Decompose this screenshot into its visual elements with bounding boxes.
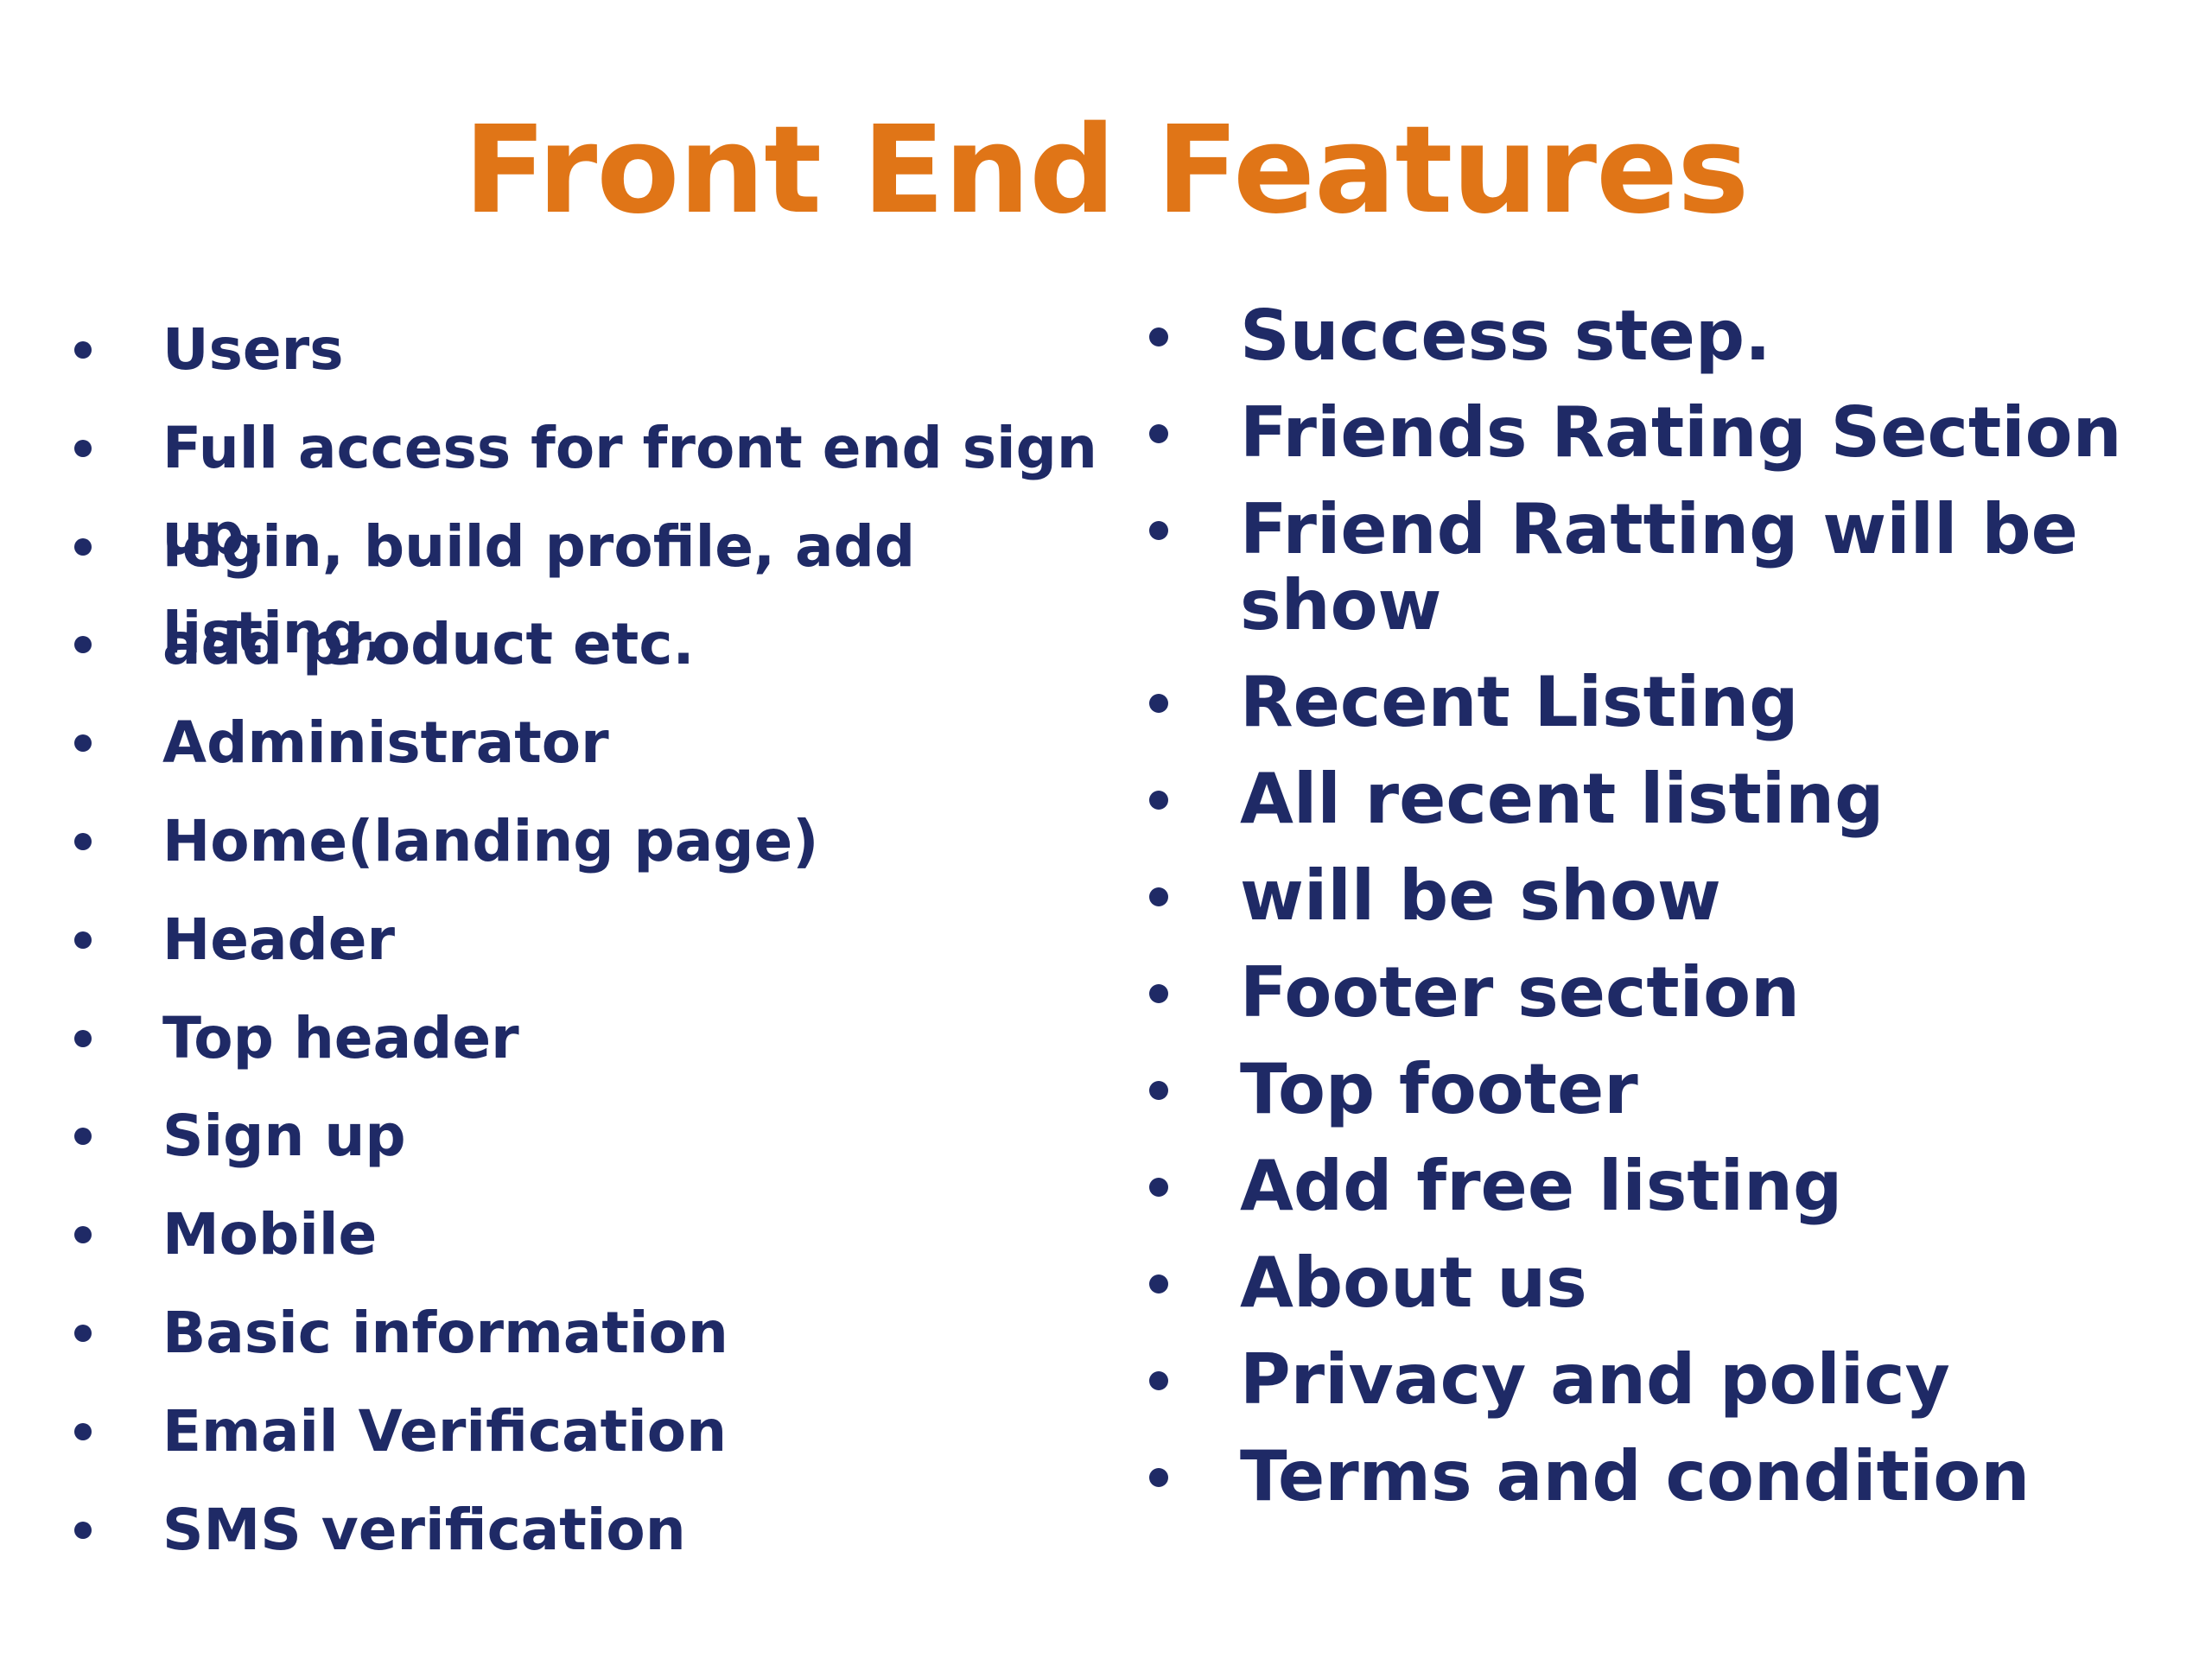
list-item: Sign up	[74, 1093, 1128, 1192]
bullet-dot-icon	[74, 734, 92, 753]
list-item: Add free listing	[1149, 1148, 2169, 1245]
list-item: Privacy and policy	[1149, 1342, 2169, 1439]
list-item: Administrator	[74, 700, 1128, 798]
list-item: Users	[74, 307, 1128, 405]
list-item: SMS verification	[74, 1487, 1128, 1586]
bullet-dot-icon	[1149, 1468, 1168, 1487]
list-item: Home(landing page)	[74, 798, 1128, 897]
list-item: Recent Listing	[1149, 664, 2169, 761]
bullet-dot-icon	[74, 636, 92, 654]
list-item: will be show	[1149, 858, 2169, 955]
bullet-dot-icon	[1149, 1178, 1168, 1197]
list-item: Top footer	[1149, 1052, 2169, 1148]
bullet-dot-icon	[1149, 327, 1168, 346]
list-item: All recent listing	[1149, 761, 2169, 858]
bullet-dot-icon	[74, 1226, 92, 1244]
bullet-dot-icon	[1149, 521, 1168, 540]
bullet-dot-icon	[74, 1422, 92, 1440]
list-item: Basic information	[74, 1290, 1128, 1389]
list-item: login, build profile, add listing,	[74, 504, 1128, 666]
list-item: Mobile	[74, 1192, 1128, 1290]
bullet-dot-icon	[74, 537, 92, 556]
list-item: Friends Rating Section	[1149, 395, 2169, 492]
bullet-dot-icon	[74, 1324, 92, 1342]
bullet-dot-icon	[1149, 1371, 1168, 1390]
bullet-dot-icon	[74, 1128, 92, 1146]
bullet-dot-icon	[1149, 424, 1168, 443]
list-item: Success step.	[1149, 298, 2169, 395]
bullet-dot-icon	[74, 1521, 92, 1539]
bullet-dot-icon	[1149, 791, 1168, 810]
list-item: Friend Ratting will be show	[1149, 492, 2169, 664]
list-item: Terms and condition	[1149, 1439, 2169, 1535]
bullet-dot-icon	[1149, 984, 1168, 1003]
bullet-dot-icon	[74, 832, 92, 850]
bullet-dot-icon	[74, 439, 92, 457]
list-item: Header	[74, 897, 1128, 995]
list-item: About us	[1149, 1245, 2169, 1342]
list-item: add product etc.	[74, 601, 1128, 700]
list-item: Footer section	[1149, 955, 2169, 1052]
slide-title: Front End Features	[463, 100, 1750, 241]
bullet-dot-icon	[1149, 1274, 1168, 1294]
left-bullet-list: Users Full access for front end sign up,…	[74, 307, 1128, 1585]
list-item: Email Verification	[74, 1389, 1128, 1487]
list-item: Top header	[74, 995, 1128, 1094]
right-bullet-list: Success step. Friends Rating Section Fri…	[1149, 298, 2169, 1535]
list-item: Full access for front end sign up,	[74, 405, 1128, 568]
bullet-dot-icon	[1149, 694, 1168, 713]
bullet-dot-icon	[74, 1029, 92, 1047]
bullet-dot-icon	[74, 341, 92, 359]
bullet-dot-icon	[1149, 1081, 1168, 1100]
bullet-dot-icon	[1149, 887, 1168, 906]
bullet-dot-icon	[74, 931, 92, 949]
